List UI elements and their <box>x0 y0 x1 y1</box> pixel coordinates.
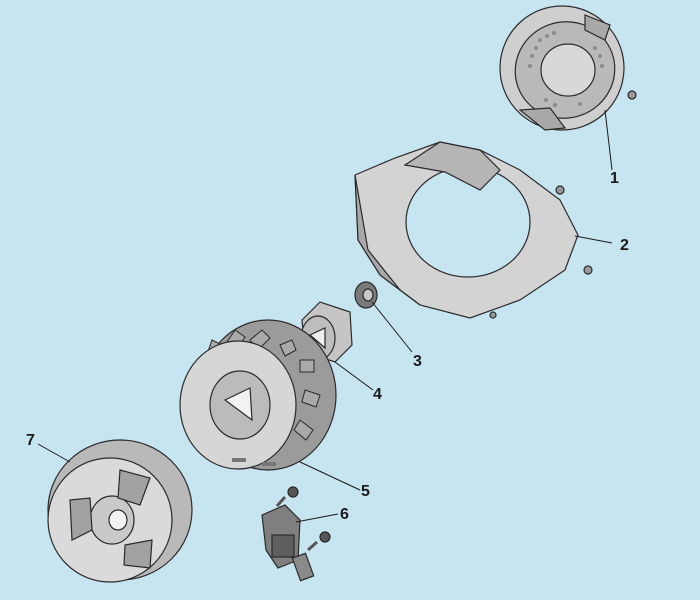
bushing-part <box>354 281 378 309</box>
callout-3: 3 <box>413 353 422 370</box>
leader-lines <box>37 109 613 523</box>
starter-cover-part <box>499 5 637 131</box>
leader-6 <box>295 513 339 523</box>
leader-5 <box>299 461 361 491</box>
flywheel-part <box>179 319 337 471</box>
leader-7 <box>37 443 71 463</box>
callout-4: 4 <box>373 386 382 403</box>
leader-3 <box>371 301 413 353</box>
leader-1 <box>604 109 613 171</box>
callout-6: 6 <box>340 506 349 523</box>
callout-5: 5 <box>361 483 370 500</box>
fan-housing-part <box>354 141 593 319</box>
callout-2: 2 <box>620 237 629 254</box>
ignition-coil-part <box>261 486 331 582</box>
callout-labels: 1 2 3 4 5 6 7 <box>26 170 629 523</box>
leader-2 <box>574 235 613 244</box>
callout-1: 1 <box>610 170 619 187</box>
pulley-part <box>47 439 193 583</box>
leader-4 <box>334 361 374 391</box>
callout-7: 7 <box>26 432 35 449</box>
